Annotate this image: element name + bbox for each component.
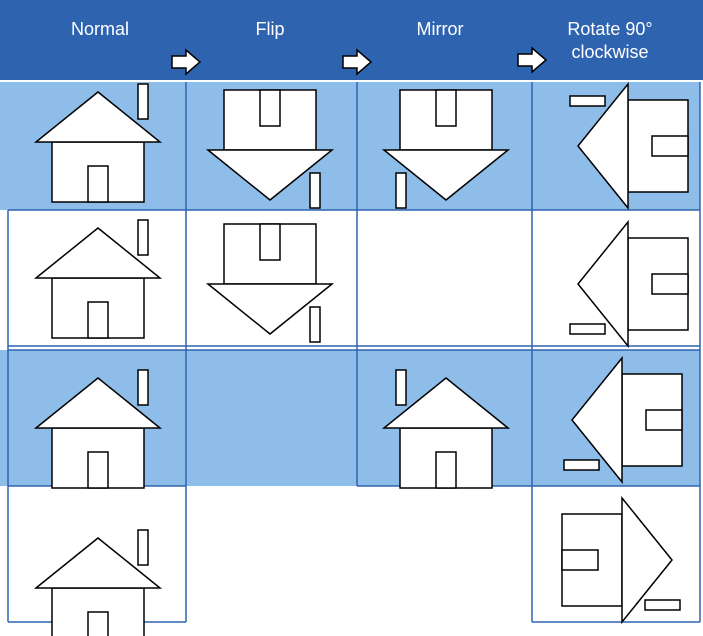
- house-icon: [35, 219, 161, 339]
- right-arrow-icon: [517, 46, 548, 74]
- header-rotate: Rotate 90° clockwise: [567, 19, 653, 62]
- header-flip: Flip: [255, 19, 285, 39]
- right-arrow-icon: [342, 48, 373, 76]
- header-normal: Normal: [70, 19, 129, 39]
- header-mirror: Mirror: [416, 19, 464, 39]
- house-icon: [207, 223, 333, 343]
- right-arrow-icon: [171, 48, 202, 76]
- house-icon: [569, 221, 689, 347]
- house-icon: [561, 497, 681, 623]
- house-icon: [35, 529, 161, 636]
